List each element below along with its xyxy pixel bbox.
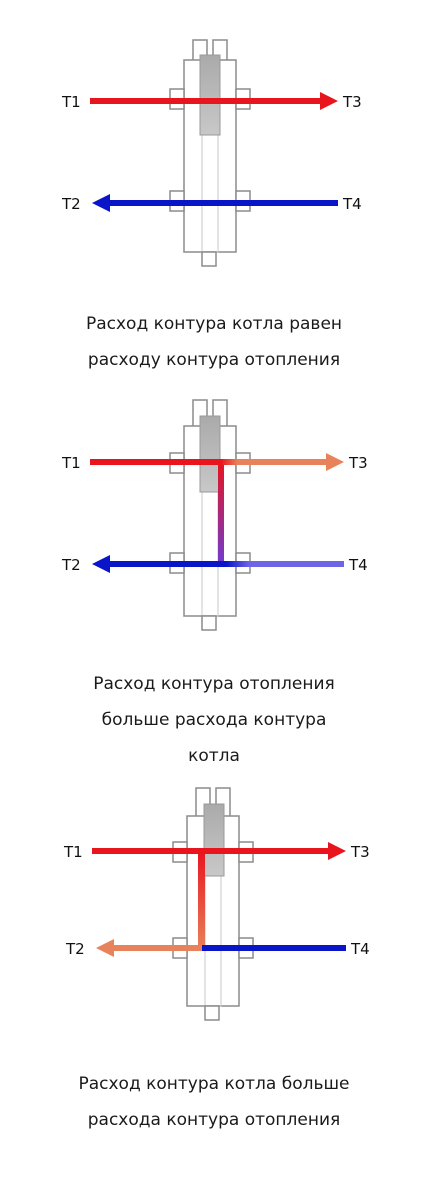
label-t1: T1 (61, 93, 81, 111)
label-t4: T4 (348, 556, 368, 574)
hot-flow-arrow (92, 848, 330, 854)
hot-flow-arrow (90, 459, 328, 465)
cold-flow-arrowhead (92, 555, 110, 573)
hydraulic-separator-diagram-3: T1 T3 T2 T4 (63, 787, 370, 1021)
label-t3: T3 (342, 93, 362, 111)
bottom-pipe (204, 1005, 220, 1021)
label-t3: T3 (350, 843, 370, 861)
caption-3: Расход контура котла больше расхода конт… (0, 1066, 428, 1138)
caption-line: Расход контура отопления (93, 674, 335, 694)
bypass-flow (218, 462, 224, 565)
label-t1: T1 (63, 843, 83, 861)
cold-flow-line (202, 945, 346, 951)
label-t3: T3 (348, 454, 368, 472)
label-t1: T1 (61, 454, 81, 472)
caption-1: Расход контура котла равен расходу конту… (0, 306, 428, 378)
return-flow-arrow (112, 945, 202, 951)
bottom-pipe (201, 251, 217, 267)
caption-line: больше расхода контура (101, 710, 327, 730)
caption-line: расходу контура отопления (87, 350, 341, 370)
hydraulic-separator-diagram-2: T1 T3 T2 T4 (61, 399, 368, 631)
bottom-pipe (201, 615, 217, 631)
label-t2: T2 (65, 940, 85, 958)
label-t2: T2 (61, 556, 81, 574)
diagram-2: T1 T3 T2 T4 (0, 380, 428, 660)
label-t2: T2 (61, 195, 81, 213)
diagram-3: T1 T3 T2 T4 (0, 770, 428, 1050)
caption-line: расхода контура отопления (87, 1110, 341, 1130)
cold-flow-arrowhead (92, 194, 110, 212)
filter-insert (199, 415, 221, 493)
hydraulic-separator-diagram-1: T1 T3 T2 T4 (61, 39, 362, 267)
cold-flow-arrow (108, 561, 344, 567)
filter-insert (199, 54, 221, 136)
hot-flow-arrowhead (320, 92, 338, 110)
caption-line: Расход контура котла равен (85, 314, 343, 334)
hot-flow-arrowhead (326, 453, 344, 471)
return-flow-arrowhead (96, 939, 114, 957)
hot-flow-arrowhead (328, 842, 346, 860)
label-t4: T4 (342, 195, 362, 213)
caption-line: Расход контура котла больше (78, 1074, 350, 1094)
diagram-1: T1 T3 T2 T4 (0, 0, 428, 300)
caption-2: Расход контура отопления больше расхода … (0, 666, 428, 774)
caption-line: котла (188, 746, 240, 766)
bypass-flow (198, 850, 205, 951)
cold-flow-arrow (108, 200, 338, 206)
filter-insert (203, 803, 225, 877)
label-t4: T4 (350, 940, 370, 958)
hot-flow-arrow (90, 98, 322, 104)
